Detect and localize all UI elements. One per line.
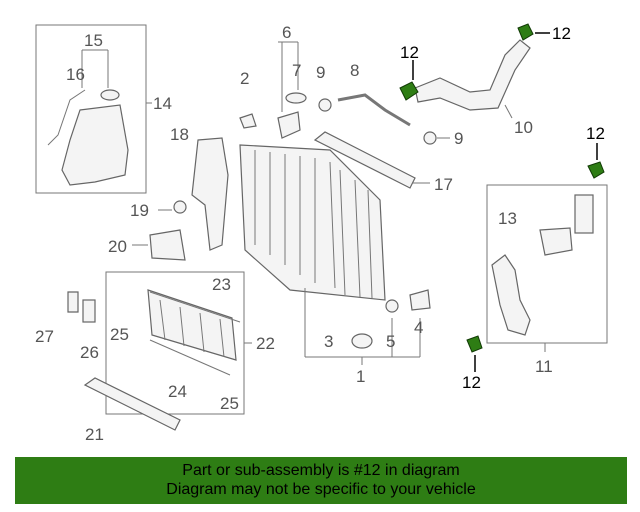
label-21[interactable]: 21 xyxy=(85,425,104,444)
label-9b[interactable]: 9 xyxy=(454,129,463,148)
label-17[interactable]: 17 xyxy=(434,175,453,194)
label-6[interactable]: 6 xyxy=(282,23,291,42)
cushion-3 xyxy=(351,333,373,349)
label-25b[interactable]: 25 xyxy=(220,394,239,413)
label-4[interactable]: 4 xyxy=(414,318,423,337)
label-18[interactable]: 18 xyxy=(170,125,189,144)
banner-line-1: Part or sub-assembly is #12 in diagram xyxy=(182,462,460,479)
cap-7 xyxy=(285,92,307,104)
bar-24 xyxy=(149,339,231,376)
label-7[interactable]: 7 xyxy=(292,61,301,80)
label-3[interactable]: 3 xyxy=(324,332,333,351)
hose-6 xyxy=(277,111,301,139)
clamp-12-icon[interactable] xyxy=(399,23,605,353)
label-22[interactable]: 22 xyxy=(256,334,275,353)
bracket-27 xyxy=(67,291,79,313)
thermostat-housing xyxy=(574,194,594,234)
label-11[interactable]: 11 xyxy=(535,357,553,376)
label-23[interactable]: 23 xyxy=(212,275,231,294)
washer-5 xyxy=(385,299,399,313)
hose-fitting xyxy=(539,227,573,256)
clamp-9a xyxy=(318,98,332,112)
label-16[interactable]: 16 xyxy=(66,65,85,84)
bracket-26 xyxy=(82,299,96,323)
tube-8 xyxy=(337,93,411,127)
bracket-20 xyxy=(149,229,186,261)
label-14[interactable]: 14 xyxy=(153,94,172,113)
label-19[interactable]: 19 xyxy=(130,201,149,220)
lower-cover xyxy=(83,377,181,431)
reservoir-cap xyxy=(100,89,120,101)
lower-hose-box xyxy=(486,184,608,344)
upper-hose-10 xyxy=(414,39,531,111)
parts-diagram: 15 16 14 2 6 7 9 8 9 10 17 18 19 20 23 2… xyxy=(35,23,608,444)
sensor-4 xyxy=(409,289,431,311)
label-26[interactable]: 26 xyxy=(80,343,99,362)
seal-23 xyxy=(149,291,241,323)
label-12c[interactable]: 12 xyxy=(586,124,605,143)
label-8[interactable]: 8 xyxy=(350,61,359,80)
lower-hose-11 xyxy=(491,254,531,336)
radiator-core xyxy=(239,144,386,301)
info-banner: Part or sub-assembly is #12 in diagram D… xyxy=(15,457,627,504)
side-seal xyxy=(191,137,229,251)
reservoir-tank xyxy=(61,104,129,186)
grille-shutter xyxy=(147,289,237,361)
label-1[interactable]: 1 xyxy=(356,367,365,386)
filler-pipe xyxy=(47,89,86,146)
label-20[interactable]: 20 xyxy=(108,237,127,256)
label-2[interactable]: 2 xyxy=(240,69,249,88)
label-24[interactable]: 24 xyxy=(168,382,187,401)
label-12a[interactable]: 12 xyxy=(400,43,419,62)
radiator-support-bar xyxy=(313,131,416,189)
label-12d[interactable]: 12 xyxy=(462,373,481,392)
reservoir-box xyxy=(35,24,147,194)
label-27[interactable]: 27 xyxy=(35,327,54,346)
label-12b[interactable]: 12 xyxy=(552,24,571,43)
label-13[interactable]: 13 xyxy=(498,209,517,228)
banner-line-2: Diagram may not be specific to your vehi… xyxy=(166,481,476,498)
label-10[interactable]: 10 xyxy=(514,118,533,137)
clamp-9b xyxy=(423,131,437,145)
label-5[interactable]: 5 xyxy=(386,332,395,351)
clip-19 xyxy=(173,200,187,214)
label-25a[interactable]: 25 xyxy=(110,325,129,344)
label-9a[interactable]: 9 xyxy=(316,63,325,82)
drain-plug-2 xyxy=(239,113,257,129)
label-15[interactable]: 15 xyxy=(84,31,103,50)
